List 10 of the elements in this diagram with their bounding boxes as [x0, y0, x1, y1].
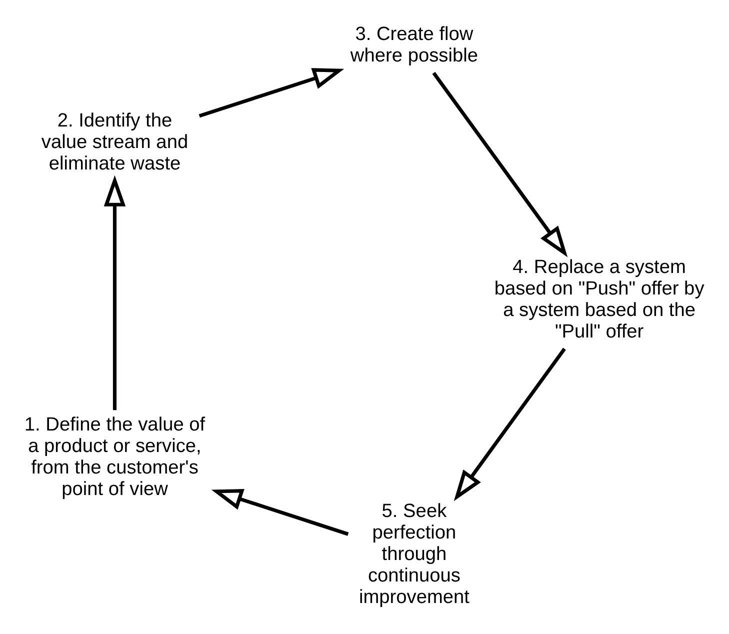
node-text: 4. Replace a system based on "Push" offer by a system based on the "Pull" offer [494, 257, 704, 343]
arrow [454, 348, 566, 502]
node-text: 5. Seek perfection through continuous improvement [358, 501, 470, 608]
arrow [198, 68, 344, 118]
node-text: 1. Define the value of a product or service, from the customer's point of view [24, 414, 206, 500]
arrow [432, 72, 568, 258]
arrow [104, 175, 126, 410]
arrow [211, 488, 349, 536]
node-text: 2. Identify the value stream and eliminate waste [41, 110, 188, 174]
node-text: 3. Create flow where possible [350, 24, 478, 66]
